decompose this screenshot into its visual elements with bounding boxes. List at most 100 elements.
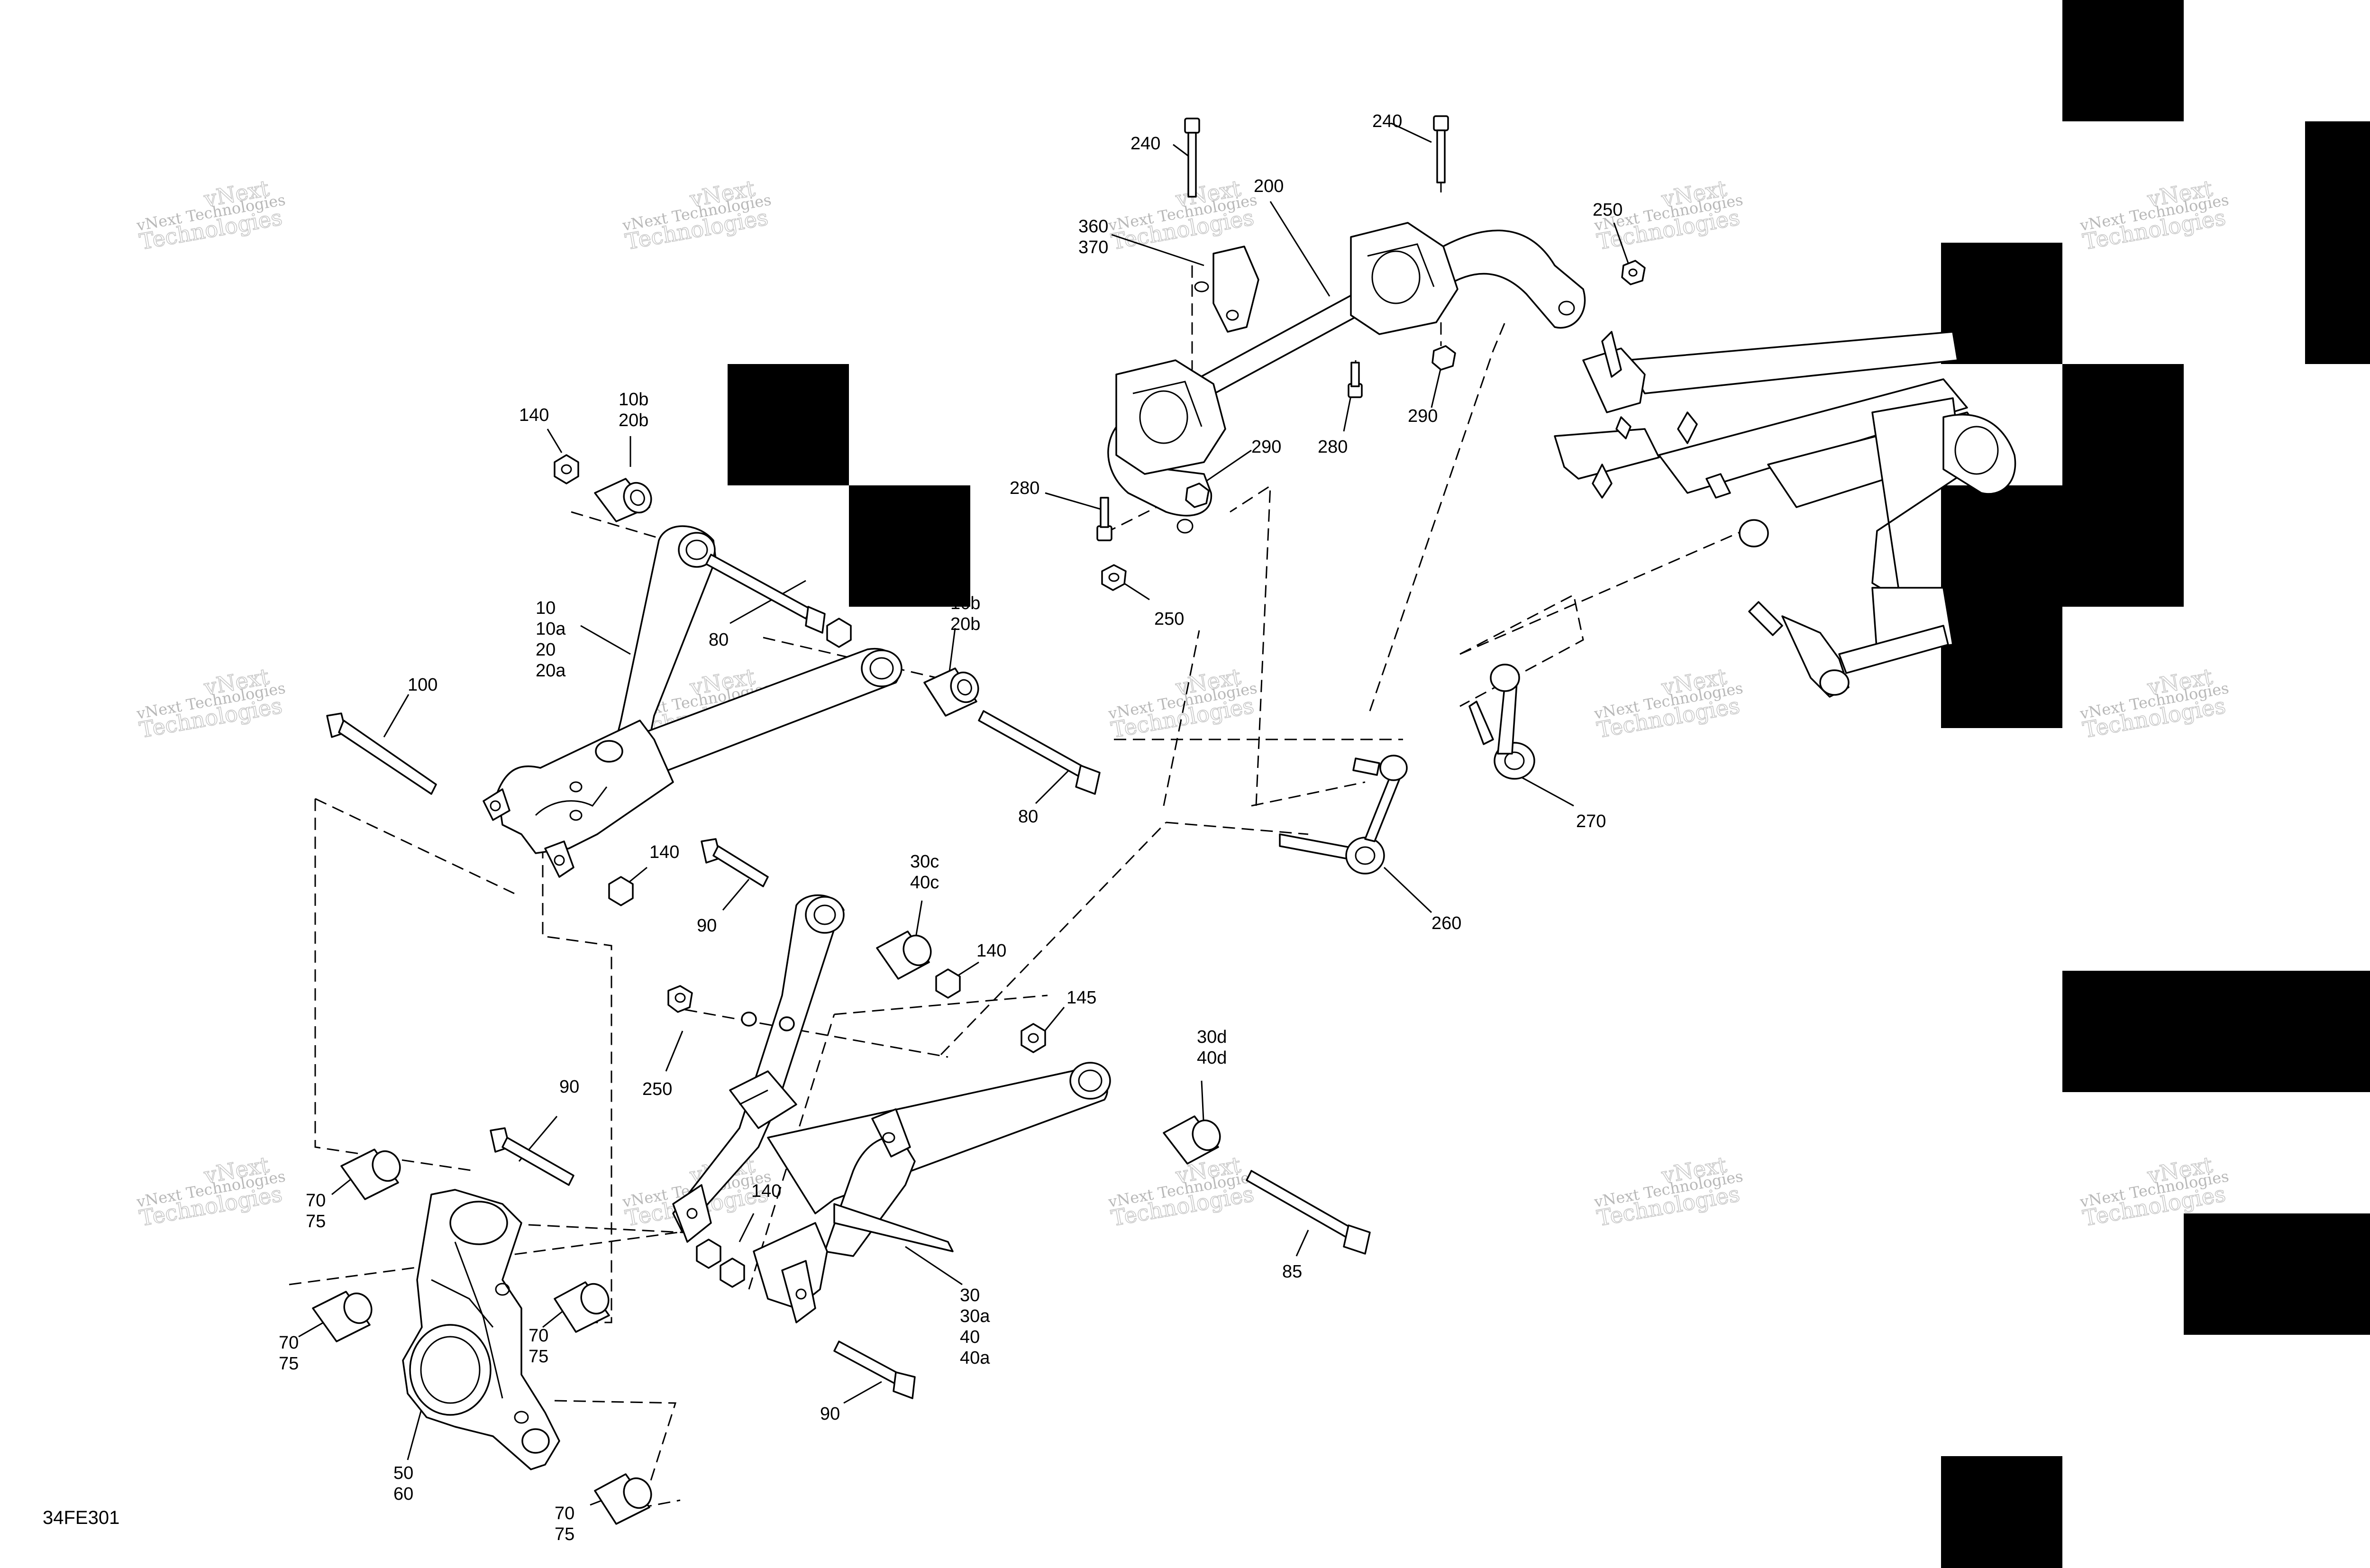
bolt-240-right	[1433, 115, 1449, 183]
callout-line: 10	[536, 598, 556, 618]
callout-line: 70	[529, 1326, 548, 1346]
callout-line: 80	[1018, 807, 1038, 827]
callout-145: 145	[1066, 988, 1096, 1008]
callout-line: 75	[279, 1354, 299, 1374]
callout-line: 40c	[910, 873, 939, 893]
callout-90: 90	[697, 916, 717, 936]
callout-line: 10a	[536, 619, 566, 639]
callout-line: 30d	[1197, 1027, 1227, 1047]
callout-80: 80	[709, 630, 729, 650]
callout-line: 90	[697, 916, 717, 936]
callout-line: 360	[1078, 217, 1108, 237]
callout-line: 40a	[960, 1348, 990, 1368]
callout-80: 80	[1018, 807, 1038, 827]
callout-line: 10b	[950, 593, 980, 613]
callout-line: 40	[960, 1327, 980, 1347]
callout-line: 75	[529, 1347, 548, 1367]
redaction-blocks	[728, 0, 2370, 1568]
callout-line: 250	[1154, 609, 1184, 629]
callout-290: 290	[1251, 437, 1281, 457]
callout-280: 280	[1318, 437, 1348, 457]
callout-line: 50	[393, 1463, 413, 1483]
callout-line: 90	[559, 1077, 579, 1097]
bushing-10b-lower	[923, 667, 979, 717]
callout-line: 10b	[619, 390, 648, 410]
callout-line: 290	[1408, 406, 1438, 426]
nut-250-lower	[667, 985, 693, 1013]
callout-line: 200	[1254, 176, 1284, 196]
callout-90: 90	[820, 1404, 840, 1424]
stabilizer-bar-200	[1107, 229, 1586, 534]
bolt-240-left	[1184, 118, 1200, 198]
nut-140-mid	[826, 618, 852, 648]
callout-line: 90	[820, 1404, 840, 1424]
bolt-85	[1246, 1170, 1371, 1255]
callout-line: 60	[393, 1484, 413, 1504]
callout-line: 145	[1066, 988, 1096, 1008]
assembled-suspension-view	[1554, 331, 2016, 698]
callout-line: 80	[709, 630, 729, 650]
callout-90: 90	[559, 1077, 579, 1097]
callout-line: 30c	[910, 852, 939, 872]
callout-line: 20b	[950, 614, 980, 634]
callout-140: 140	[751, 1181, 781, 1201]
stabilizer-link-260	[1279, 755, 1408, 875]
figure-code: 34FE301	[43, 1507, 119, 1528]
callout-line: 280	[1318, 437, 1348, 457]
callout-line: 30a	[960, 1306, 990, 1326]
bolt-80-upper	[705, 554, 826, 634]
stabilizer-link-270	[1468, 664, 1535, 780]
callout-line: 85	[1282, 1262, 1302, 1282]
callout-line: 20a	[536, 661, 566, 681]
callout-85: 85	[1282, 1262, 1302, 1282]
upper-control-arm-10	[483, 525, 902, 878]
callout-line: 100	[408, 675, 438, 695]
callout-250: 250	[1154, 609, 1184, 629]
knuckle-50	[402, 1189, 560, 1470]
bushing-70-left	[312, 1291, 373, 1342]
callout-line: 260	[1431, 913, 1461, 933]
lower-control-arm-30	[672, 894, 1111, 1323]
callout-line: 370	[1078, 237, 1108, 257]
nut-290-right	[1431, 345, 1456, 371]
nut-250-left	[1101, 564, 1127, 591]
bushing-30d	[1163, 1115, 1221, 1165]
bushing-10b-upper	[594, 478, 652, 522]
bolt-90-bottom	[833, 1340, 916, 1399]
bolt-100	[326, 712, 437, 795]
callout-line: 140	[751, 1181, 781, 1201]
callout-line: 70	[306, 1191, 326, 1211]
nut-140-right	[935, 968, 961, 999]
bushing-70-right	[554, 1281, 610, 1333]
callout-290: 290	[1408, 406, 1438, 426]
bolt-80-lower	[978, 710, 1101, 795]
nut-290-left	[1185, 483, 1210, 508]
callout-line: 75	[555, 1524, 574, 1544]
bolt-280-mid	[1348, 362, 1363, 398]
callout-270: 270	[1576, 811, 1606, 831]
nut-145	[1021, 1023, 1046, 1053]
nut-250-top	[1621, 260, 1646, 285]
callout-line: 140	[976, 941, 1006, 961]
callout-line: 140	[649, 842, 679, 862]
